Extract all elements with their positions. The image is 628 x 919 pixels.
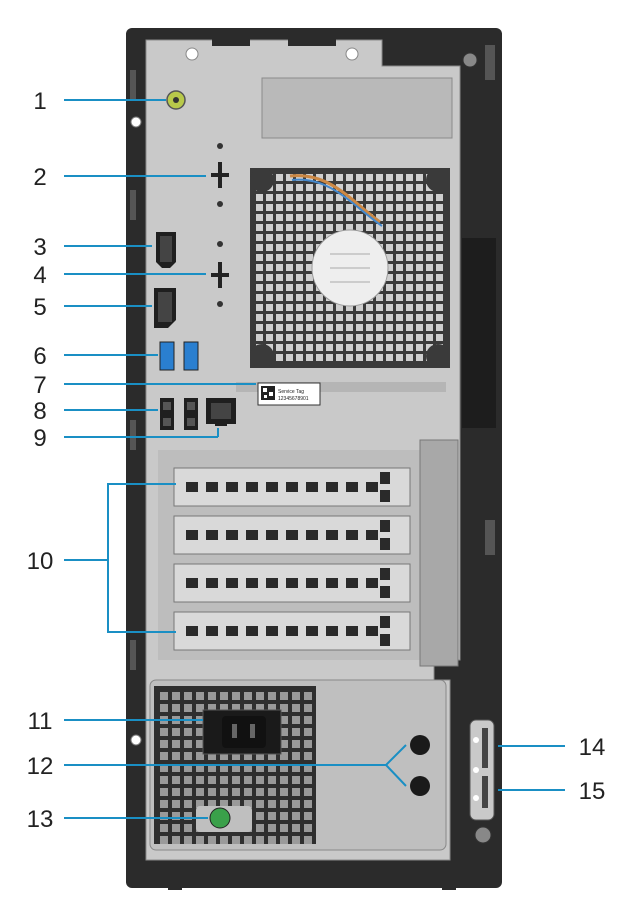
usb3-ports: [159, 341, 199, 371]
callout-number-14: 14: [579, 734, 606, 761]
expansion-slot-cover: [173, 467, 411, 507]
security-slots: [469, 719, 495, 821]
callout-number-2: 2: [33, 164, 46, 191]
padlock-ring-bottom: [410, 776, 430, 796]
usb2-ports: [160, 398, 198, 430]
callout-numbers: 1 2 3 4 5 6 7 8 9 10 11 12 13 14 15: [27, 88, 606, 833]
callout-number-15: 15: [579, 778, 606, 805]
callout-number-11: 11: [28, 708, 53, 735]
foot-right: [442, 876, 456, 890]
callout-number-10: 10: [27, 548, 54, 575]
callout-number-1: 1: [33, 88, 46, 115]
callout-number-13: 13: [27, 806, 54, 833]
foot-left: [168, 876, 182, 890]
expansion-slot-cover: [173, 563, 411, 603]
service-tag-label: Service Tag 12345678901: [257, 382, 321, 406]
knockout-port-middle: [211, 241, 229, 307]
padlock-ring-top: [410, 735, 430, 755]
ethernet-port: [206, 398, 236, 426]
side-handle: [462, 238, 496, 428]
callout-lines: [64, 99, 565, 819]
callout-bracket-10: [107, 483, 176, 633]
displayport-port: [154, 288, 176, 328]
service-tag-title: Service Tag: [278, 389, 304, 395]
callout-number-7: 7: [33, 372, 46, 399]
psu-diagnostic-button: [196, 806, 252, 832]
callout-number-8: 8: [33, 398, 46, 425]
knockout-port-top: [211, 143, 229, 207]
power-connector: [202, 709, 282, 755]
expansion-slot-cover: [173, 611, 411, 651]
service-tag-code: 12345678901: [278, 396, 309, 402]
callout-number-3: 3: [33, 234, 46, 261]
callout-number-12: 12: [27, 753, 54, 780]
fan-area: [236, 77, 453, 392]
expansion-slot-cover: [173, 515, 411, 555]
callout-number-9: 9: [33, 425, 46, 452]
callout-number-4: 4: [33, 262, 46, 289]
io-ports: Service Tag 12345678901: [154, 90, 321, 430]
callout-number-5: 5: [33, 294, 46, 321]
hdmi-port: [156, 232, 176, 268]
callout-number-6: 6: [33, 343, 46, 370]
expansion-slots: [158, 439, 459, 667]
